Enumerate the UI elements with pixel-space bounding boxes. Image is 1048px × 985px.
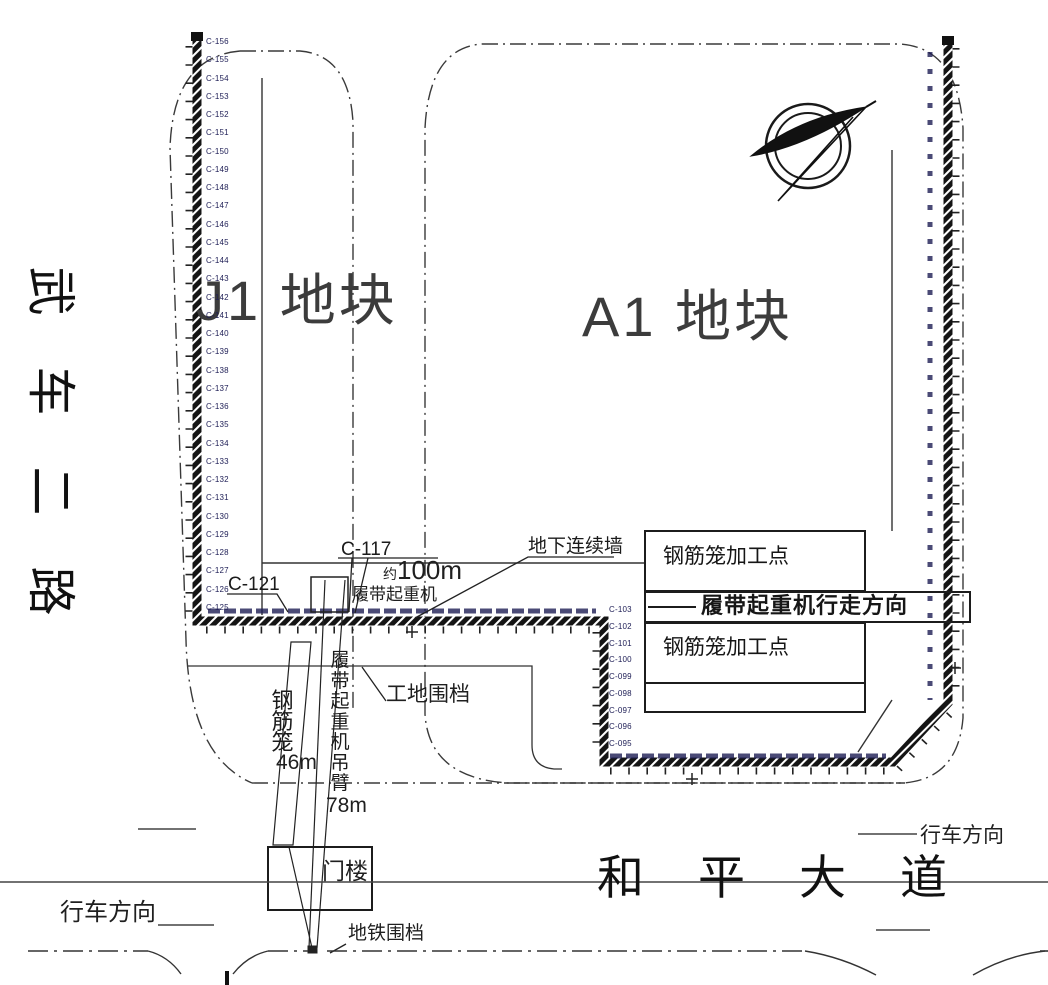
- distance-value: 100m: [397, 555, 463, 585]
- pile-label: C-134: [206, 438, 229, 448]
- road-lines: [0, 828, 1048, 985]
- pile-label: C-155: [206, 55, 229, 65]
- rebar-cage-label: 钢筋笼: [271, 688, 294, 755]
- a1-boundary: [424, 43, 964, 784]
- pile-label: C-126: [206, 584, 229, 594]
- pile-label: C-146: [206, 219, 229, 229]
- diaphragm-wall-label: 地下连续墙: [528, 536, 624, 557]
- pile-label: C-102: [609, 621, 632, 631]
- street-name-char: 路: [23, 566, 77, 616]
- pile-label: C-154: [206, 73, 229, 83]
- gatehouse-label: 门楼: [322, 858, 368, 884]
- travel-direction-label: 履带起重机行走方向: [701, 593, 909, 618]
- distance-prefix: 约: [383, 566, 397, 582]
- pile-label: C-103: [609, 605, 632, 614]
- crane-boom-length: 78m: [326, 794, 367, 817]
- pile-label: C-147: [206, 201, 229, 211]
- traffic-direction-left-label: 行车方向: [60, 899, 156, 926]
- pile-label: C-137: [206, 383, 229, 393]
- pile-label: C-100: [609, 655, 632, 665]
- pile-label: C-144: [206, 256, 229, 265]
- block-title-j1: J1 地块: [196, 269, 398, 332]
- street-name-wuche-er-road: 武车二路: [22, 264, 78, 618]
- pile-label: C-152: [206, 110, 229, 119]
- block-boundaries: [169, 43, 964, 784]
- survey-cross-marks: [406, 626, 961, 785]
- pile-label: C-130: [206, 511, 229, 521]
- pile-label: C-148: [206, 183, 229, 192]
- pile-label: C-153: [206, 91, 229, 101]
- pile-label: C-131: [206, 493, 229, 503]
- street-name-char: 武: [23, 266, 77, 316]
- pile-label: C-136: [206, 402, 229, 411]
- pile-label: C-135: [206, 420, 229, 430]
- rebar-cage-outline: [272, 641, 312, 846]
- processing-point-top-label: 钢筋笼加工点: [663, 545, 789, 568]
- pile-label: C-129: [206, 529, 229, 539]
- pile-label: C-140: [206, 329, 229, 338]
- north-arrow-icon: [749, 100, 877, 202]
- pile-label: C-142: [206, 292, 229, 302]
- pile-label: C-132: [206, 475, 229, 484]
- distance-annotation: 约100m: [383, 555, 463, 585]
- pile-label: C-095: [609, 739, 632, 748]
- pile-label: C-149: [206, 164, 229, 174]
- pile-callout-c117: C-117: [341, 539, 392, 560]
- site-west-boundary: [169, 50, 253, 784]
- crawler-crane-label: 履带起重机: [352, 585, 437, 604]
- block-title-a1: A1 地块: [582, 285, 794, 348]
- traffic-direction-right-label: 行车方向: [920, 824, 1004, 847]
- street-name-heping-avenue: 和平大道: [597, 851, 1001, 904]
- pile-label: C-138: [206, 365, 229, 375]
- site-fence-line: [188, 665, 562, 770]
- spare-box: [644, 682, 866, 713]
- pile-label: C-156: [206, 37, 229, 46]
- pile-label: C-145: [206, 237, 229, 247]
- site-fence-label: 工地围档: [386, 683, 470, 706]
- street-name-char: 二: [23, 466, 77, 516]
- facility-boxes: [267, 530, 971, 911]
- diaphragm-wall: [185, 32, 960, 775]
- inner-excavation-lines: [261, 78, 893, 753]
- subway-fence-label: 地铁围档: [348, 923, 425, 944]
- gatehouse-box: [267, 846, 373, 911]
- rebar-cage-length: 46m: [276, 751, 317, 774]
- pile-label: C-096: [609, 722, 632, 732]
- pile-label: C-141: [206, 310, 229, 320]
- pile-label: C-143: [206, 274, 229, 284]
- pile-label: C-133: [206, 456, 229, 466]
- pile-label: C-097: [609, 705, 632, 715]
- pile-callout-c121: C-121: [228, 574, 280, 595]
- pile-label: C-099: [609, 672, 632, 681]
- j1-boundary: [240, 50, 354, 712]
- pile-label: C-101: [609, 638, 632, 648]
- crane-boom-label: 履带起重机吊臂: [330, 650, 350, 794]
- street-name-char: 车: [23, 366, 77, 416]
- callout-leaders: [227, 556, 614, 954]
- micro-pile-number-bands: [208, 52, 933, 759]
- pile-label: C-139: [206, 347, 229, 357]
- pile-label: C-127: [206, 566, 229, 576]
- pile-label: C-151: [206, 128, 229, 138]
- processing-point-bottom-label: 钢筋笼加工点: [663, 636, 789, 659]
- crawler-crane-symbol: [272, 576, 349, 954]
- pile-label: C-098: [609, 688, 632, 698]
- pile-label: C-125: [206, 602, 229, 612]
- pile-label: C-128: [206, 548, 229, 557]
- pile-label: C-150: [206, 146, 229, 156]
